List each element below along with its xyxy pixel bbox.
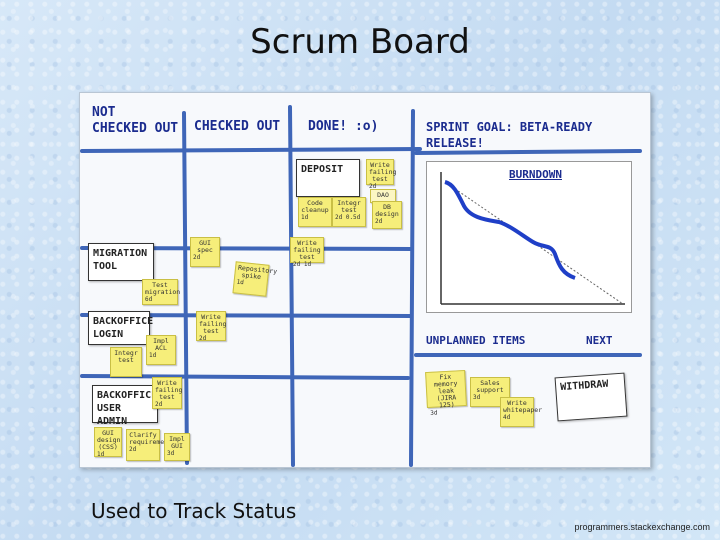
story-card-deposit: DEPOSIT — [296, 159, 360, 197]
story-card-withdraw: WITHDRAW — [555, 373, 628, 422]
slide-caption: Used to Track Status — [91, 499, 296, 523]
sticky-note: Fix memory leak (JIRA 125)3d — [425, 370, 467, 408]
sticky-note: Integr test — [110, 347, 142, 377]
slide-title: Scrum Board — [0, 22, 720, 62]
sticky-note: GUI design (CSS)1d — [94, 427, 122, 457]
story-card-backoffice-admin: BACKOFFICE USER ADMIN — [92, 385, 158, 423]
sprint-goal-header: SPRINT GOAL: BETA-READY RELEASE! — [426, 119, 650, 151]
column-header-done: DONE! :o) — [308, 119, 378, 135]
column-header-not-checked-out: NOT CHECKED OUT — [92, 105, 184, 137]
scrum-board-photo: NOT CHECKED OUT CHECKED OUT DONE! :o) SP… — [79, 92, 651, 468]
story-card-backoffice-login: BACKOFFICE LOGIN — [88, 311, 150, 345]
unplanned-items-label: UNPLANNED ITEMS — [426, 333, 525, 349]
story-card-migration: MIGRATION TOOL — [88, 243, 154, 281]
next-label: NEXT — [586, 333, 613, 349]
source-credit: programmers.stackexchange.com — [574, 522, 710, 532]
burndown-actual-line — [445, 182, 575, 278]
column-header-checked-out: CHECKED OUT — [194, 119, 280, 135]
burndown-chart: BURNDOWN — [426, 161, 632, 313]
